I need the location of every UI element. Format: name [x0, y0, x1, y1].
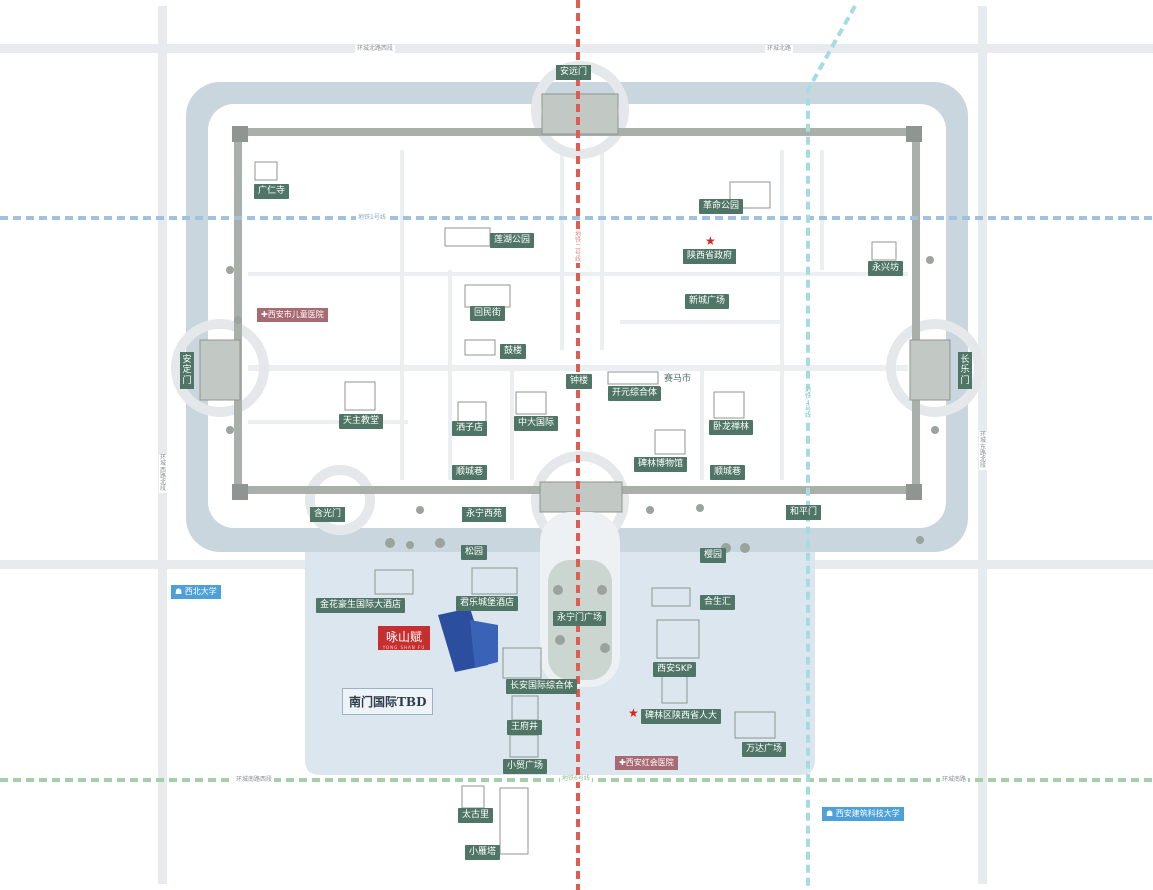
poi-zhonglou[interactable]: 钟楼 — [566, 374, 593, 389]
poi-shuncheng-west[interactable]: 顺城巷 — [452, 465, 488, 480]
poi-tianzhu[interactable]: 天主教堂 — [339, 414, 384, 429]
hospital-children-label: 西安市儿童医院 — [267, 310, 324, 319]
poi-saima[interactable]: 赛马市 — [660, 372, 696, 387]
gate-yongning[interactable]: 永宁西苑 — [462, 507, 507, 522]
metro-line6-label: 地铁6号线 — [560, 775, 592, 782]
poi-wangfujing[interactable]: 王府井 — [507, 720, 543, 735]
road-west-ring-south: 环城西路北段 — [159, 454, 167, 493]
poi-songyuan[interactable]: 松园 — [461, 545, 488, 560]
poi-xiaomao[interactable]: 小贸广场 — [503, 759, 548, 774]
graduation-cap-icon: ☗ — [826, 809, 836, 818]
poi-shuncheng-east[interactable]: 顺城巷 — [710, 465, 746, 480]
university-nw-label: 西北大学 — [184, 587, 217, 596]
gov-star-icon: ★ — [705, 234, 716, 248]
beilin-gov-star-icon: ★ — [628, 706, 639, 720]
graduation-cap-icon: ☗ — [175, 587, 185, 596]
hospital-honghui[interactable]: ✚西安红会医院 — [615, 756, 678, 770]
poi-guangren[interactable]: 广仁寺 — [254, 184, 290, 199]
road-north-ring-west: 环城北路西段 — [355, 45, 396, 53]
hospital-cross-icon: ✚ — [619, 758, 626, 767]
poi-skp[interactable]: 西安SKP — [653, 662, 697, 677]
project-tbd-label[interactable]: 南门国际TBD — [342, 688, 434, 715]
metro-line4-label: 地铁4号线 — [804, 387, 812, 420]
gate-hanguang[interactable]: 含光门 — [310, 507, 346, 522]
poi-shaanxi-gov[interactable]: 陕西省政府 — [683, 249, 737, 264]
project-name: 咏山赋 — [385, 630, 422, 644]
road-south-ring-east: 环城南路 — [940, 776, 969, 784]
poi-gulou[interactable]: 鼓楼 — [500, 344, 527, 359]
poi-kaiyuan[interactable]: 开元综合体 — [608, 386, 662, 401]
poi-xincheng[interactable]: 新城广场 — [685, 294, 730, 309]
poi-wanda[interactable]: 万达广场 — [742, 742, 787, 757]
poi-sazi[interactable]: 洒子店 — [452, 421, 488, 436]
poi-junle[interactable]: 君乐城堡酒店 — [456, 596, 519, 611]
poi-zhongda[interactable]: 中大国际 — [514, 416, 559, 431]
project-brand-badge[interactable]: 咏山赋 YONG SHAN FU — [378, 626, 430, 650]
university-nw[interactable]: ☗ 西北大学 — [171, 585, 221, 599]
metro-line2-label: 地铁二号线 — [574, 231, 582, 264]
poi-hesheng[interactable]: 合生汇 — [700, 595, 736, 610]
gate-east[interactable]: 长乐门 — [958, 352, 972, 390]
poi-jinhua[interactable]: 金花豪生国际大酒店 — [316, 598, 406, 613]
poi-xiaoyan[interactable]: 小雁塔 — [465, 845, 501, 860]
metro-line1-label: 地铁1号线 — [356, 214, 388, 221]
road-south-ring-west: 环城南路西段 — [234, 776, 275, 784]
gate-west[interactable]: 安定门 — [180, 352, 194, 390]
poi-yongningmen-square[interactable]: 永宁门广场 — [553, 611, 607, 626]
poi-yingyuan[interactable]: 樱园 — [700, 548, 727, 563]
road-east-ring: 环城东路北段 — [979, 431, 987, 470]
poi-lianhu[interactable]: 莲湖公园 — [490, 233, 535, 248]
gate-heping[interactable]: 和平门 — [786, 505, 822, 520]
gate-north[interactable]: 安远门 — [556, 65, 592, 80]
university-jianzhu-label: 西安建筑科技大学 — [835, 809, 900, 818]
poi-yongxing[interactable]: 永兴坊 — [868, 261, 904, 276]
hospital-cross-icon: ✚ — [261, 310, 268, 319]
hospital-children[interactable]: ✚西安市儿童医院 — [257, 308, 328, 322]
landmark-sketches — [254, 161, 897, 855]
poi-changan[interactable]: 长安国际综合体 — [506, 679, 578, 694]
project-name-en: YONG SHAN FU — [382, 645, 426, 650]
poi-beilin-gov[interactable]: 碑林区陕西省人大 — [641, 709, 722, 724]
hospital-honghui-label: 西安红会医院 — [625, 758, 674, 767]
university-jianzhu[interactable]: ☗ 西安建筑科技大学 — [822, 807, 904, 821]
project-building — [438, 608, 498, 672]
poi-wolong[interactable]: 卧龙禅林 — [709, 420, 754, 435]
poi-beilin[interactable]: 碑林博物馆 — [634, 457, 688, 472]
road-north-ring: 环城北路 — [765, 45, 794, 53]
poi-taiji[interactable]: 太古里 — [458, 808, 494, 823]
city-wall — [199, 93, 951, 513]
poi-huimin[interactable]: 回民街 — [470, 306, 506, 321]
poi-geming[interactable]: 革命公园 — [699, 199, 744, 214]
